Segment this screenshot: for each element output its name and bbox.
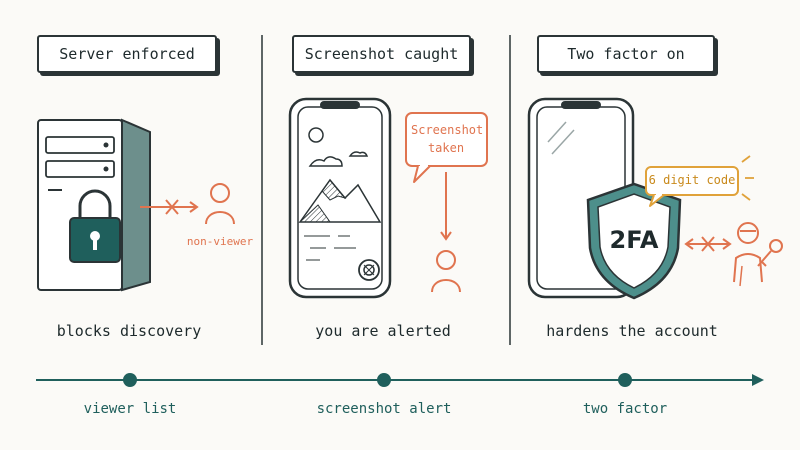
non-viewer-label: non-viewer (186, 235, 254, 248)
panel-3-title: Two factor on (537, 35, 715, 73)
twofa-badge: 2FA (609, 226, 659, 254)
server-icon (37, 118, 151, 292)
mountain-landscape-icon (298, 127, 382, 261)
timeline-dot-1 (123, 373, 137, 387)
panel-2-title: Screenshot caught (292, 35, 471, 73)
timeline-label-2: screenshot alert (316, 401, 452, 417)
timeline-label-3: two factor (582, 401, 668, 417)
timeline-track (36, 374, 764, 386)
timeline-label-1: viewer list (83, 401, 177, 417)
person-icon-alerted (431, 250, 461, 293)
key-icon (757, 239, 783, 267)
panel-1-caption: blocks discovery (56, 322, 202, 340)
screenshot-bubble-text: Screenshot taken (411, 123, 484, 155)
timeline-dot-3 (618, 373, 632, 387)
padlock-icon (69, 189, 121, 263)
panel-2-title-text: Screenshot caught (304, 45, 459, 63)
person-icon (205, 183, 235, 225)
code-bubble (645, 155, 754, 207)
shield-icon (586, 182, 682, 300)
speech-bubble-icon (405, 112, 488, 183)
panel-1-title-text: Server enforced (59, 45, 195, 63)
blocked-arrow-icon (140, 199, 199, 215)
panel-3-title-text: Two factor on (567, 45, 685, 63)
panel-2-caption: you are alerted (315, 322, 451, 340)
panel-1-title: Server enforced (37, 35, 217, 73)
shutter-icon (358, 259, 380, 281)
panel-3-caption: hardens the account (546, 322, 718, 340)
hacker-icon (733, 222, 763, 287)
blocked-arrow-2fa (684, 236, 732, 252)
code-label: 6 digit code (648, 173, 736, 187)
timeline-dot-2 (377, 373, 391, 387)
alert-arrow (440, 172, 452, 241)
